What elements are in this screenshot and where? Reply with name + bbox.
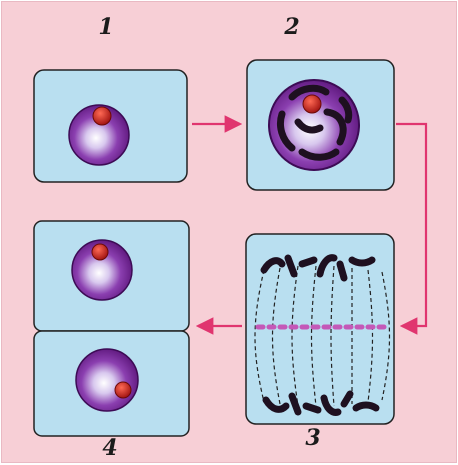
nucleolus-1 [92, 106, 112, 126]
spindle-fibers [254, 265, 391, 407]
step-label-2: 2 [284, 14, 300, 40]
process-arrows [192, 115, 428, 335]
panel-step-1 [33, 69, 188, 183]
arrow-2-to-3 [396, 122, 428, 335]
chromosomes-top [260, 254, 376, 282]
daughter-cell-top [71, 239, 133, 301]
condensing-chromosomes [276, 84, 353, 161]
nucleolus-2 [302, 94, 322, 114]
nucleus-1 [68, 104, 130, 166]
panel-step-2 [246, 59, 395, 191]
step-label-3: 3 [305, 425, 321, 451]
step-label-1: 1 [98, 14, 114, 40]
chromosomes-bottom [262, 390, 380, 416]
panel-step-4 [33, 220, 190, 437]
daughter-cell-bottom [75, 348, 139, 412]
panel-step-3 [245, 233, 395, 425]
step-label-4: 4 [102, 435, 118, 461]
